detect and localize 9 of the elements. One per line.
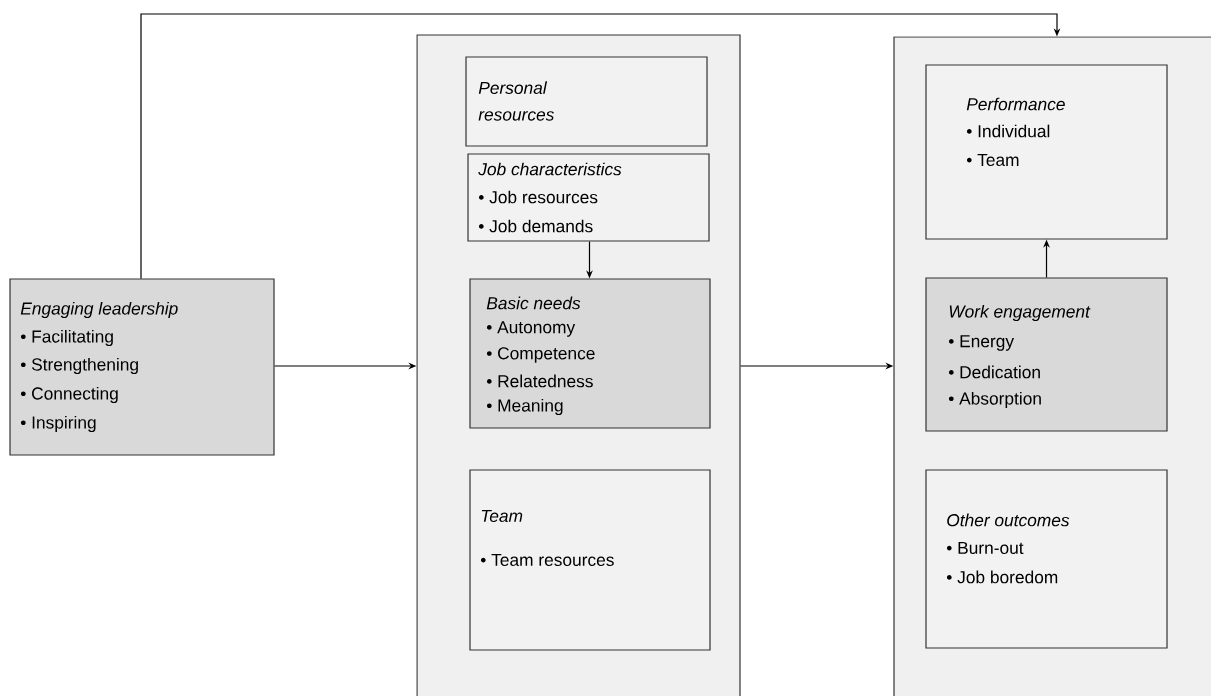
highlighted-box: Basic needs • Autonomy • Competence • Relatedness • Meaning [469, 278, 711, 429]
content-box: Performance • Individual • Team [925, 64, 1168, 240]
highlighted-box: Engaging leadership • Facilitating • Strengthening • Connecting • Inspiring [9, 278, 275, 456]
content-box: Personal resources [465, 56, 708, 147]
content-box: Job characteristics • Job resources • Job demands [467, 153, 710, 242]
highlighted-box: Work engagement • Energy • Dedication • Absorption [925, 277, 1168, 432]
content-box: Other outcomes • Burn-out • Job boredom [925, 469, 1168, 649]
content-box: Team • Team resources [469, 469, 711, 651]
arrow [140, 13, 1061, 279]
